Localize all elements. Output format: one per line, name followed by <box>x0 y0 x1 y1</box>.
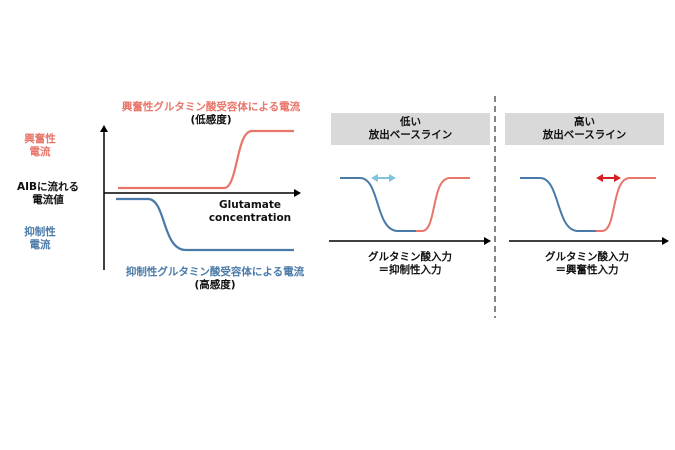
low-panel-caption-line1: グルタミン酸入力 <box>368 251 452 263</box>
high-panel-caption-line2: ＝興奮性入力 <box>555 264 619 276</box>
excitatory-sensitivity: (低感度) <box>190 114 232 126</box>
low-panel-inhibitory-curve <box>340 177 416 232</box>
high-baseline-banner-line1: 高い <box>574 116 595 128</box>
aib-current-label-line1: AIBに流れる <box>16 181 80 193</box>
low-panel-caption-line2: ＝抑制性入力 <box>378 264 442 276</box>
inhibitory-curve-label: 抑制性グルタミン酸受容体による電流 (高感度) <box>104 266 326 292</box>
x-axis-label: Glutamate concentration <box>200 199 300 225</box>
high-panel-caption: グルタミン酸入力 ＝興奮性入力 <box>512 251 662 277</box>
excitatory-side-label-line2: 電流 <box>29 146 51 158</box>
low-baseline-banner-line2: 放出ベースライン <box>368 129 453 141</box>
x-axis-label-line2: concentration <box>208 212 292 224</box>
high-panel-caption-line1: グルタミン酸入力 <box>545 251 629 263</box>
aib-current-label: AIBに流れる 電流値 <box>6 181 90 207</box>
low-baseline-banner: 低い 放出ベースライン <box>331 113 490 145</box>
inhibitory-curve-label-text: 抑制性グルタミン酸受容体による電流 <box>125 266 305 278</box>
inhibitory-sensitivity: (高感度) <box>194 279 236 291</box>
inhibitory-side-label-line2: 電流 <box>29 239 51 251</box>
excitatory-side-label: 興奮性 電流 <box>16 133 64 159</box>
inhibitory-side-label: 抑制性 電流 <box>16 226 64 252</box>
high-panel-excitatory-curve <box>596 177 656 232</box>
low-panel-excitatory-curve <box>416 177 470 232</box>
excitatory-current-curve <box>118 129 294 190</box>
aib-current-label-line2: 電流値 <box>32 194 64 206</box>
low-panel-caption: グルタミン酸入力 ＝抑制性入力 <box>335 251 485 277</box>
excitatory-side-label-line1: 興奮性 <box>24 133 56 145</box>
inhibitory-side-label-line1: 抑制性 <box>24 226 56 238</box>
high-baseline-banner: 高い 放出ベースライン <box>505 113 664 145</box>
high-baseline-banner-line2: 放出ベースライン <box>542 129 627 141</box>
excitatory-curve-label: 興奮性グルタミン酸受容体による電流 (低感度) <box>100 101 322 127</box>
high-panel-inhibitory-curve <box>520 177 596 232</box>
inhibitory-current-curve <box>116 197 294 252</box>
x-axis-label-line1: Glutamate <box>219 199 281 211</box>
low-baseline-banner-line1: 低い <box>400 116 421 128</box>
excitatory-curve-label-text: 興奮性グルタミン酸受容体による電流 <box>121 101 301 113</box>
